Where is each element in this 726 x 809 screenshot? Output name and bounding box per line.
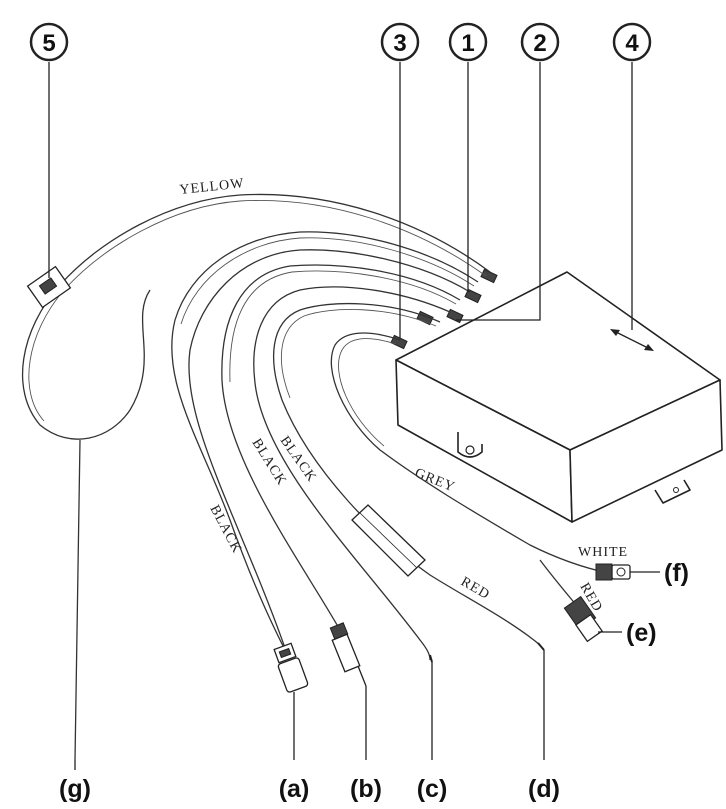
plug-f	[595, 563, 631, 581]
callout-2: 2	[520, 22, 560, 62]
plug-a	[273, 642, 309, 693]
label-c: (c)	[417, 775, 448, 803]
svg-text:3: 3	[393, 30, 406, 57]
label-e: (e)	[626, 619, 657, 647]
callout-5: 5	[29, 22, 69, 62]
callout-leaders	[48, 62, 660, 770]
double-arrow-icon	[610, 329, 654, 351]
callout-3: 3	[380, 22, 420, 62]
plug-e	[563, 595, 604, 643]
svg-text:1: 1	[461, 30, 474, 57]
wire-end-d	[537, 642, 545, 651]
svg-text:2: 2	[533, 30, 546, 57]
label-g: (g)	[59, 775, 91, 803]
wire-label-grey: GREY	[413, 466, 458, 496]
callout-1: 1	[448, 22, 488, 62]
wire-label-white: WHITE	[578, 545, 628, 560]
label-f: (f)	[664, 559, 689, 587]
wire-label-yellow: YELLOW	[179, 176, 245, 198]
inline-fuse-holder	[351, 504, 426, 577]
callout-4: 4	[612, 22, 652, 62]
svg-text:5: 5	[42, 30, 55, 57]
label-b: (b)	[350, 775, 382, 803]
svg-text:4: 4	[625, 30, 639, 57]
wire-harness	[21, 193, 609, 761]
label-a: (a)	[279, 775, 310, 803]
wire-end-c	[429, 654, 433, 663]
control-box	[390, 268, 723, 523]
label-d: (d)	[528, 775, 560, 803]
plug-b	[329, 622, 367, 687]
wire-label-red-d: RED	[458, 574, 492, 602]
